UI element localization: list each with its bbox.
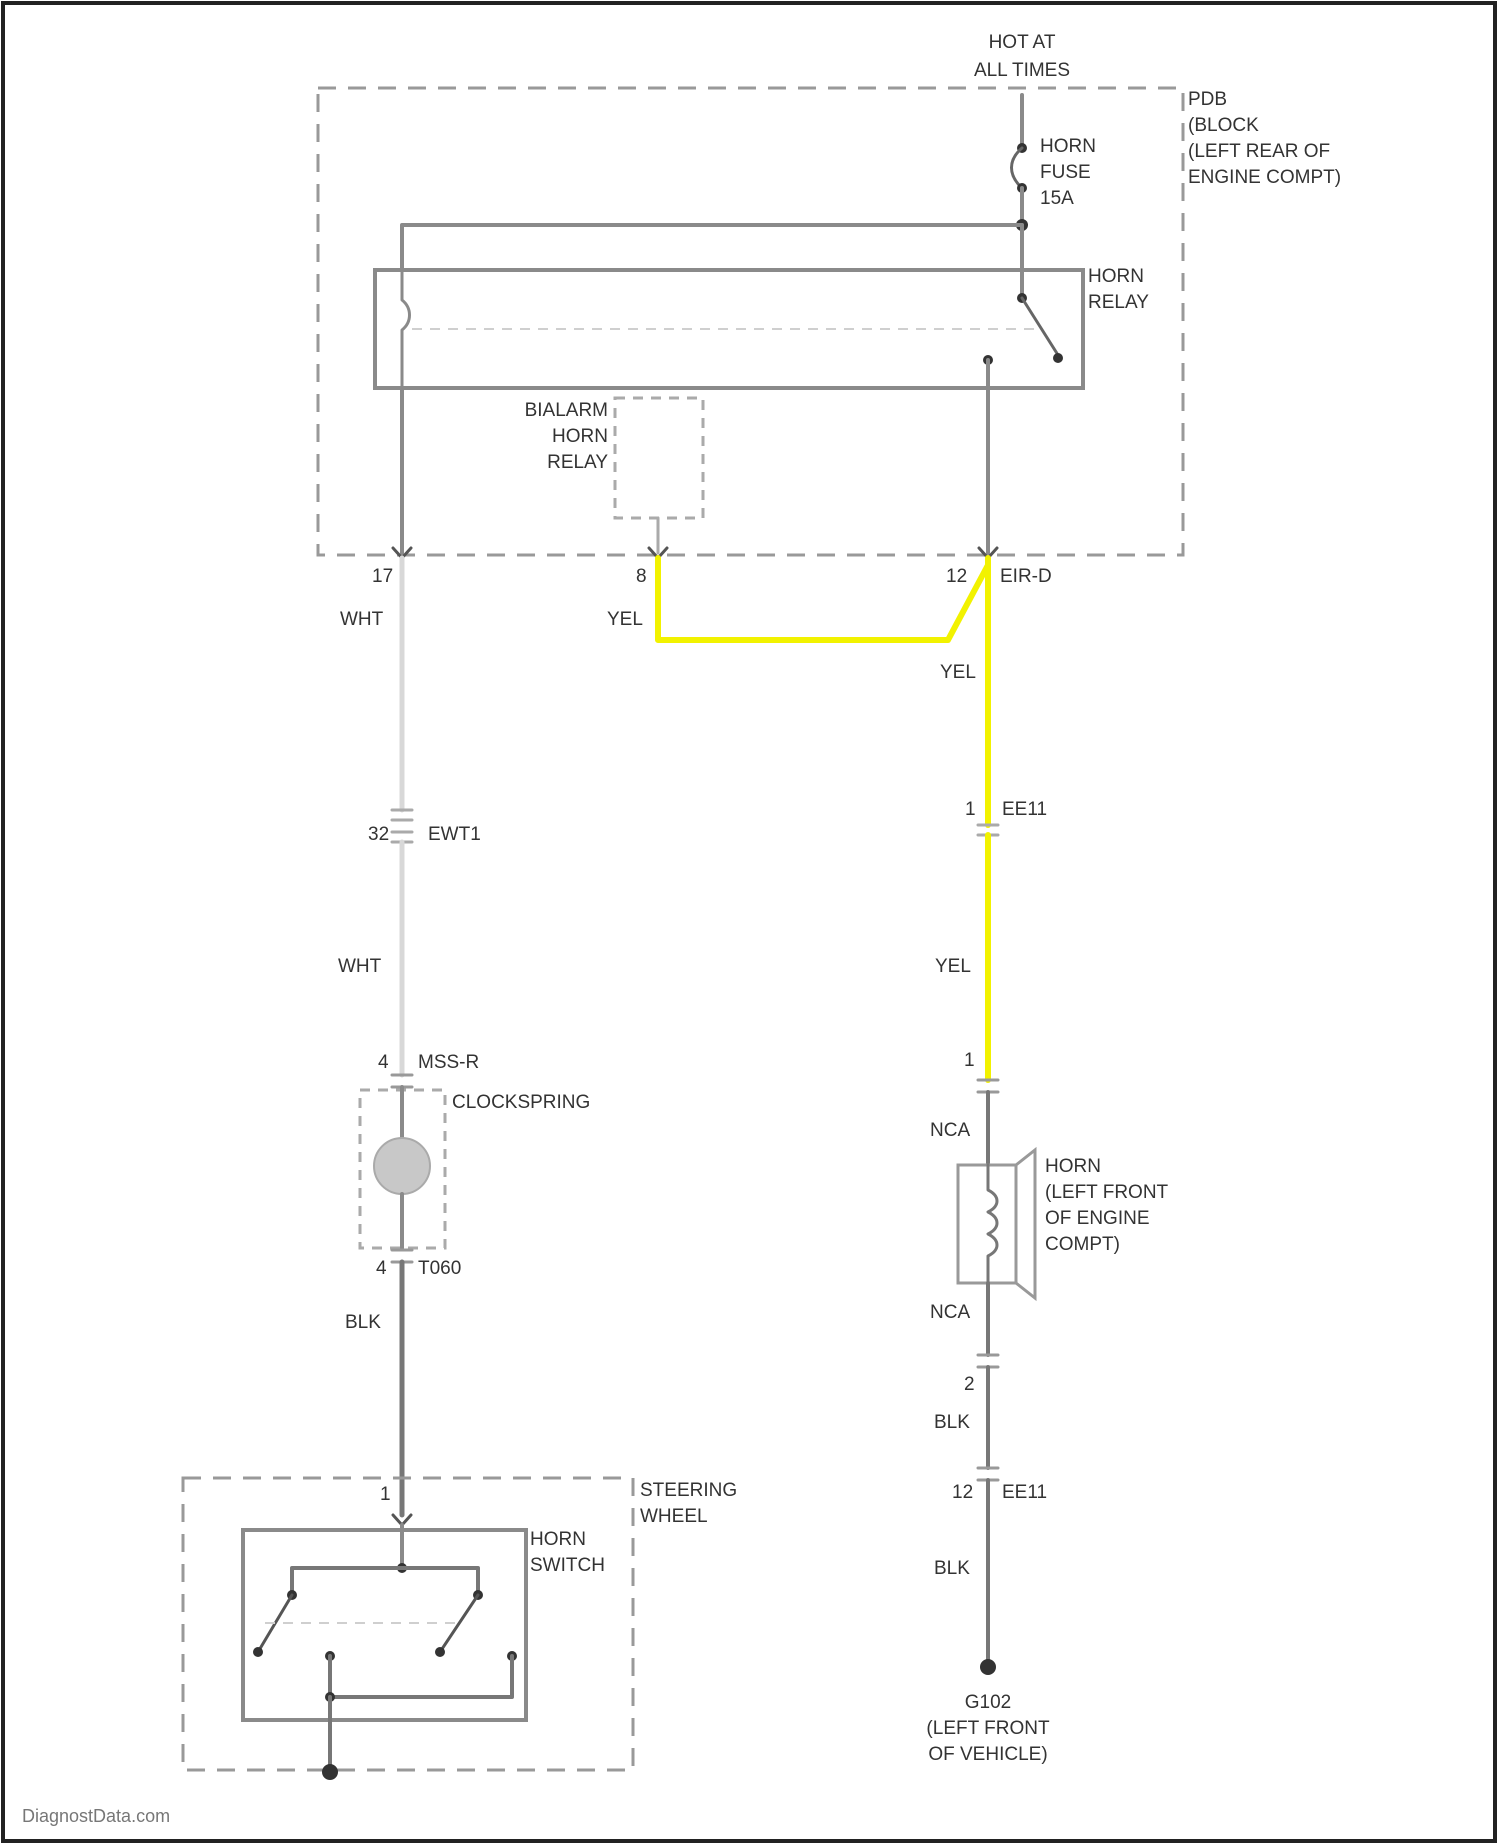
left-inline-name: EWT1 — [428, 824, 481, 845]
horn-top-pin: 1 — [964, 1050, 975, 1071]
clock-bot-name: T060 — [418, 1258, 461, 1279]
steering-wheel-boundary — [183, 1478, 633, 1770]
blk-label-horn-upper: BLK — [934, 1412, 970, 1433]
pdb-label-line3: (LEFT REAR OF — [1188, 141, 1330, 162]
steering-ground-symbol — [322, 1764, 338, 1780]
horn-coil-symbol — [988, 1165, 997, 1283]
right-inline-name: EE11 — [1002, 799, 1047, 820]
horn-relay-label-line1: HORN — [1088, 266, 1144, 287]
pdb-pin-middle: 8 — [636, 566, 647, 587]
watermark: DiagnostData.com — [22, 1806, 170, 1826]
g102-ground-symbol — [980, 1659, 996, 1675]
nca-label-upper: NCA — [930, 1120, 970, 1141]
ewt1-connector — [392, 810, 412, 842]
clockspring-symbol — [374, 1138, 430, 1194]
steering-wheel-label-line2: WHEEL — [640, 1506, 708, 1527]
right-lower-name: EE11 — [1002, 1482, 1047, 1503]
pdb-label-line2: (BLOCK — [1188, 115, 1259, 136]
horn-fuse-symbol — [1012, 148, 1023, 188]
yel-jumper-label: YEL — [607, 609, 643, 630]
horn-fuse-label-line2: FUSE — [1040, 162, 1091, 183]
horn-switch-label-line1: HORN — [530, 1529, 586, 1550]
ground-label-line2: (LEFT FRONT — [926, 1718, 1050, 1739]
pdb-connector-name: EIR-D — [1000, 566, 1052, 587]
yel-label-lower: YEL — [935, 956, 971, 977]
relay-coil-symbol — [402, 270, 410, 388]
yel-label-upper: YEL — [940, 662, 976, 683]
horn-switch-box — [243, 1530, 526, 1720]
bialarm-relay-box — [615, 398, 703, 518]
clock-top-pin: 4 — [378, 1052, 389, 1073]
blk-label-horn-lower: BLK — [934, 1558, 970, 1579]
supply-label-line2: ALL TIMES — [974, 60, 1070, 81]
pdb-boundary — [318, 88, 1183, 555]
horn-fuse-label-line1: HORN — [1040, 136, 1096, 157]
bialarm-relay-label-line2: HORN — [552, 426, 608, 447]
relay-coil-feed-wire — [402, 225, 1022, 270]
left-switch-contact — [253, 1647, 263, 1657]
clockspring-label: CLOCKSPRING — [452, 1092, 590, 1113]
relay-switch-blade — [1022, 298, 1058, 355]
right-inline-pin: 1 — [965, 799, 976, 820]
horn-switch-label-line2: SWITCH — [530, 1555, 605, 1576]
horn-fuse-label-line3: 15A — [1040, 188, 1074, 209]
pdb-label-line1: PDB — [1188, 89, 1227, 110]
ground-label-line3: OF VEHICLE) — [928, 1744, 1047, 1765]
clock-bot-pin: 4 — [376, 1258, 387, 1279]
pdb-pin-right: 12 — [946, 566, 967, 587]
nca-label-lower: NCA — [930, 1302, 970, 1323]
switch-upper-bus — [292, 1568, 478, 1595]
bialarm-relay-label-line1: BIALARM — [525, 400, 608, 421]
bialarm-relay-label-line3: RELAY — [547, 452, 608, 473]
switch-ground-bus — [330, 1656, 512, 1697]
horn-relay-label-line2: RELAY — [1088, 292, 1149, 313]
wht-label-upper: WHT — [340, 609, 384, 630]
horn-label-line3: OF ENGINE — [1045, 1208, 1150, 1229]
blk-label-clock: BLK — [345, 1312, 381, 1333]
horn-label-line4: COMPT) — [1045, 1234, 1120, 1255]
ground-label-line1: G102 — [965, 1692, 1011, 1713]
clock-top-name: MSS-R — [418, 1052, 479, 1073]
left-inline-pin: 32 — [368, 824, 389, 845]
horn-label-line2: (LEFT FRONT — [1045, 1182, 1169, 1203]
horn-label-line1: HORN — [1045, 1156, 1101, 1177]
supply-label-line1: HOT AT — [989, 32, 1056, 53]
pdb-label-line4: ENGINE COMPT) — [1188, 167, 1341, 188]
horn-bell — [1016, 1150, 1035, 1298]
pdb-pin-left: 17 — [372, 566, 393, 587]
steering-wheel-label-line1: STEERING — [640, 1480, 737, 1501]
wht-label-lower: WHT — [338, 956, 382, 977]
horn-bot-pin: 2 — [964, 1374, 975, 1395]
switch-pin: 1 — [380, 1484, 391, 1505]
right-lower-pin: 12 — [952, 1482, 973, 1503]
right-switch-contact — [435, 1647, 445, 1657]
diagram-frame — [3, 3, 1495, 1841]
relay-switch-end — [1053, 353, 1063, 363]
yel-jumper-wire — [658, 558, 988, 640]
